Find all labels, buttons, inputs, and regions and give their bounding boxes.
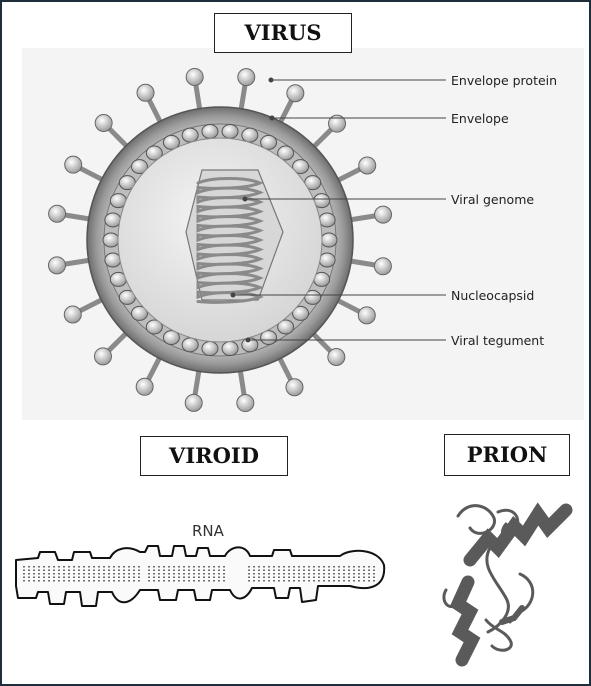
viroid-title: VIROID [140,436,288,476]
prion-protein-ribbon [444,506,566,660]
label-viral-genome: Viral genome [451,192,534,207]
viroid-rna-drawing [16,546,384,606]
label-envelope-protein: Envelope protein [451,73,557,88]
viroid-rna-label: RNA [192,522,225,540]
label-viral-tegument: Viral tegument [451,333,544,348]
virus-title: VIRUS [214,13,352,53]
label-envelope: Envelope [451,111,509,126]
prion-title: PRION [444,434,570,476]
label-nucleocapsid: Nucleocapsid [451,288,534,303]
